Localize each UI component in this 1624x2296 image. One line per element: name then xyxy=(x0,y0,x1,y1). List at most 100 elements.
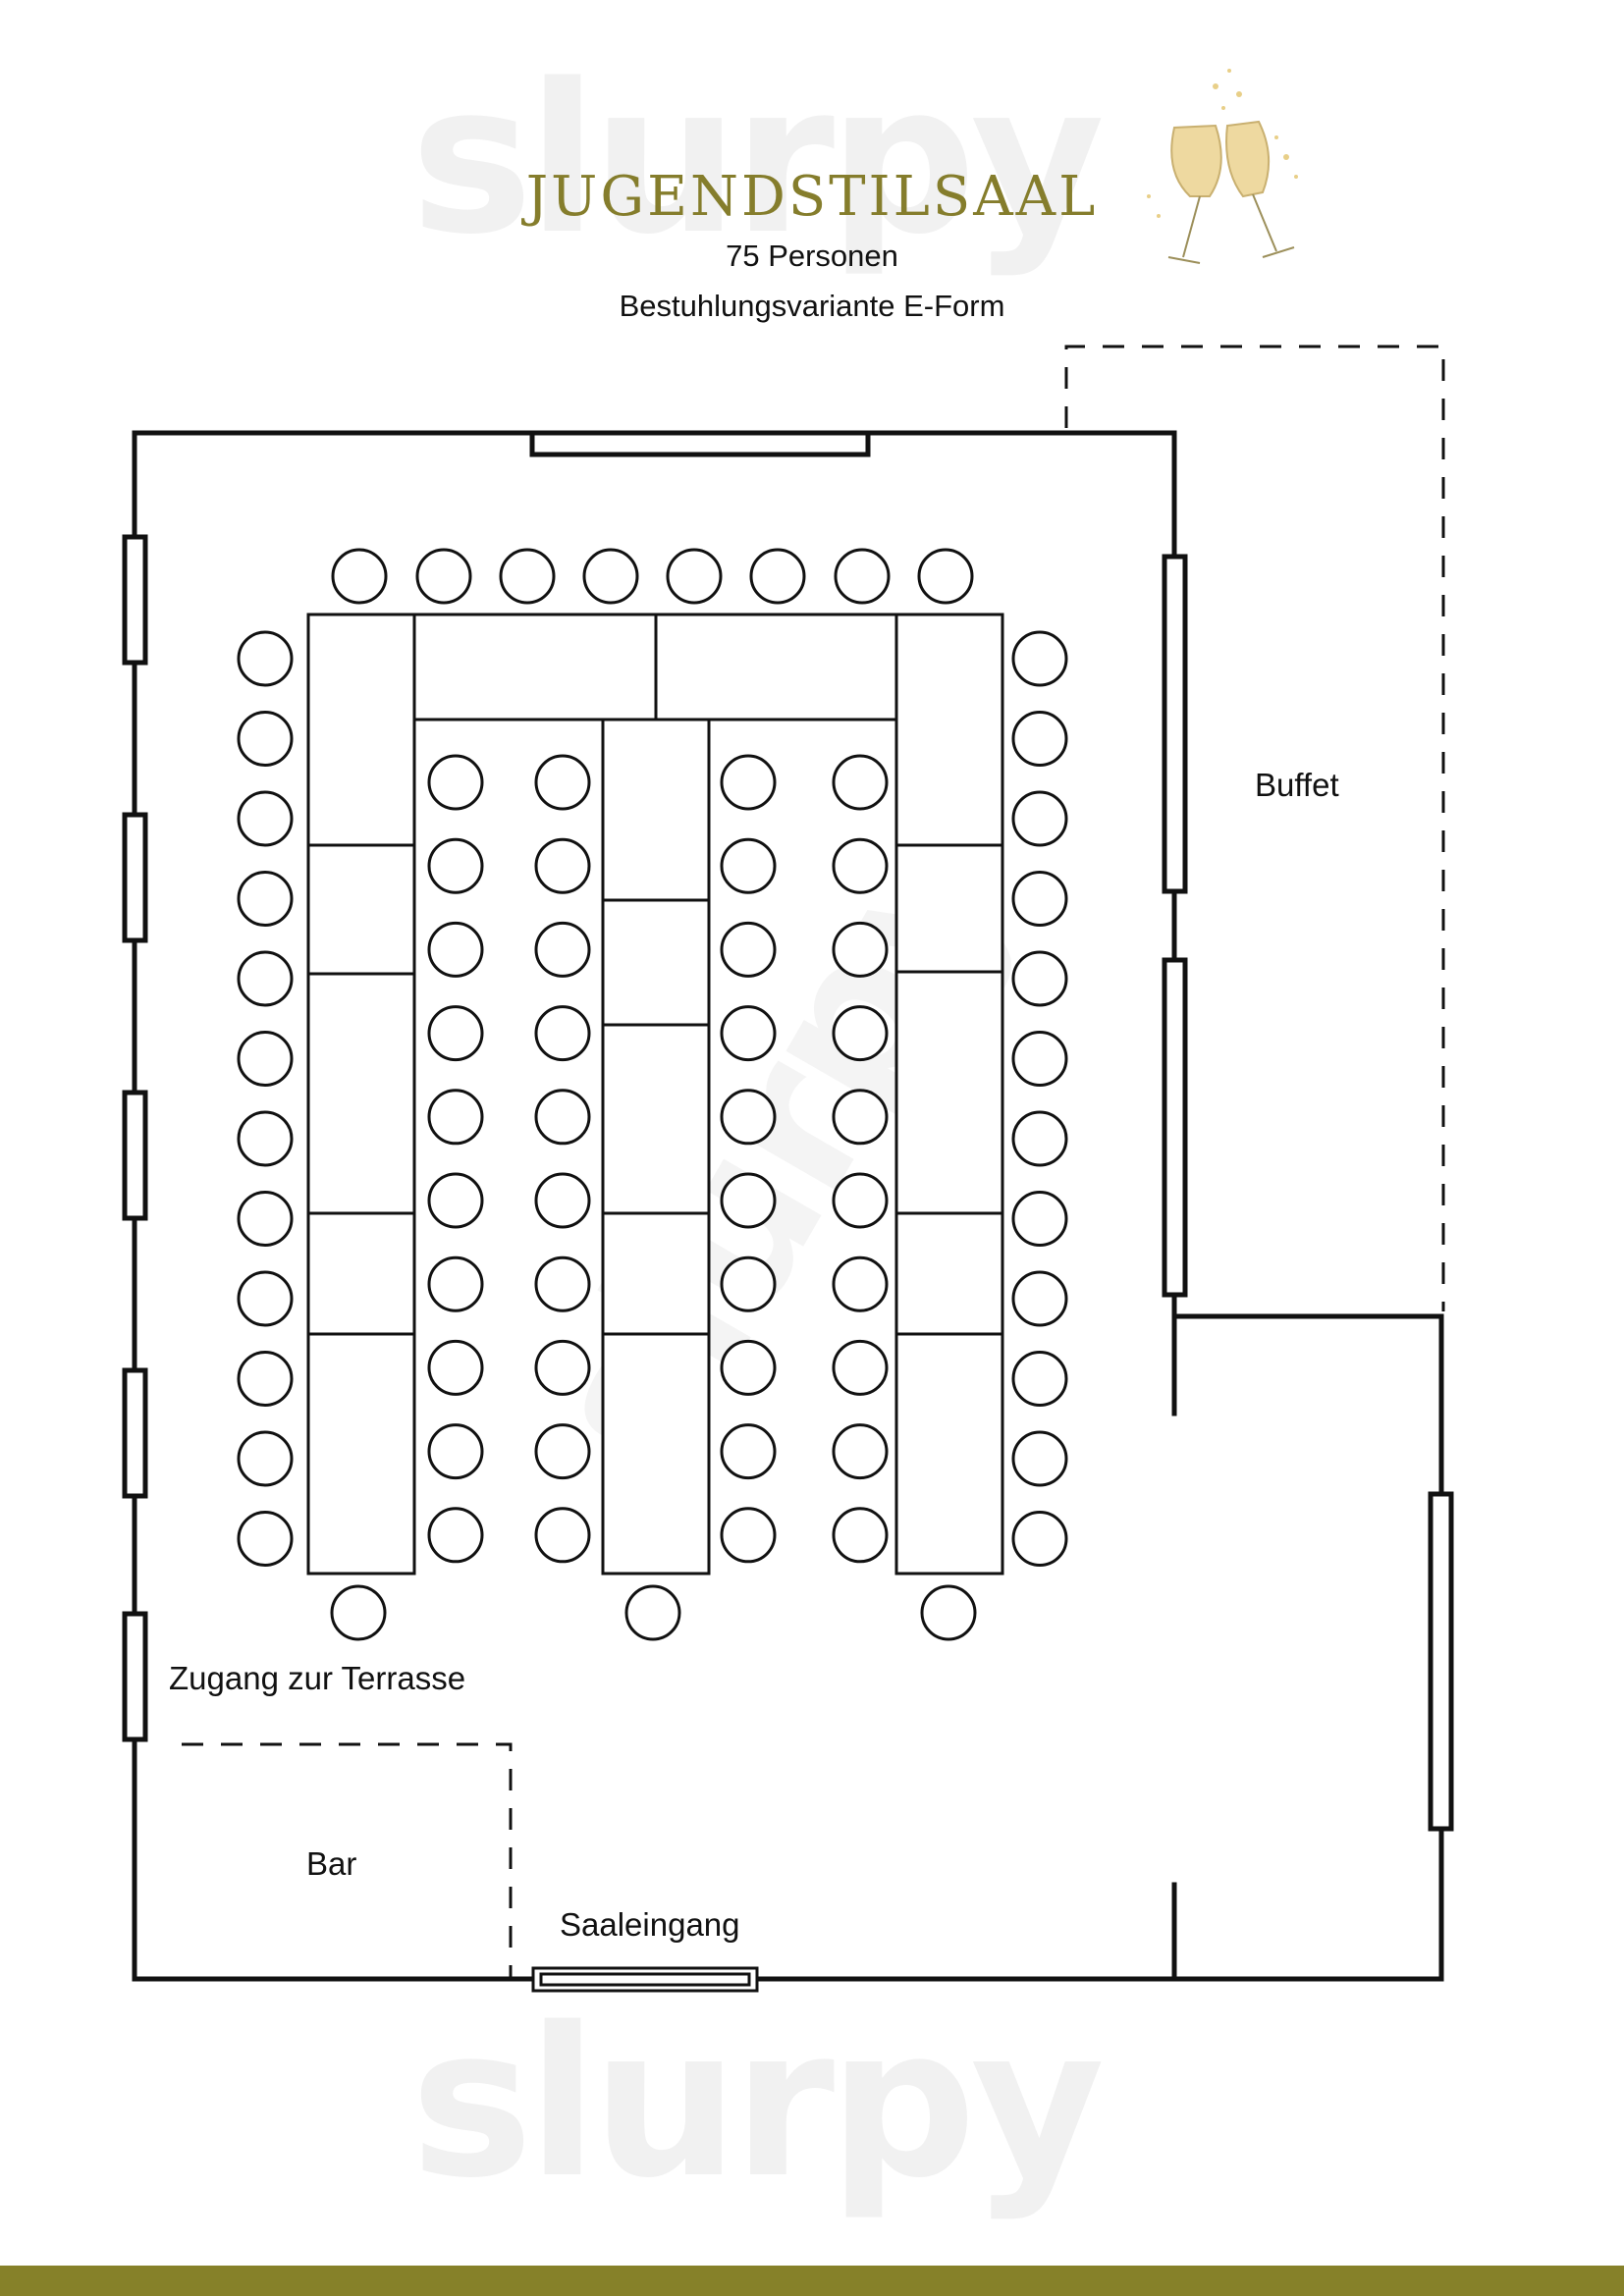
chair-37 xyxy=(427,1089,484,1146)
entrance-door xyxy=(531,1966,759,1993)
table-6 xyxy=(306,1211,416,1336)
bar-area xyxy=(182,1742,513,1979)
terrace-access-label: Zugang zur Terrasse xyxy=(169,1660,466,1696)
table-4 xyxy=(306,843,416,976)
chair-50 xyxy=(534,1339,591,1396)
chair-26 xyxy=(1011,1270,1068,1327)
chair-71 xyxy=(832,1423,889,1480)
chair-40 xyxy=(427,1339,484,1396)
chair-24 xyxy=(1011,1191,1068,1247)
chair-1 xyxy=(331,548,388,605)
chair-61 xyxy=(720,1423,777,1480)
chair-48 xyxy=(534,1172,591,1229)
chair-60 xyxy=(720,1339,777,1396)
window-left-5 xyxy=(122,1611,148,1742)
watermark-top: slurpy xyxy=(410,39,1105,280)
chair-5 xyxy=(666,548,723,605)
chair-63 xyxy=(832,754,889,811)
window-left-3 xyxy=(122,1090,148,1221)
chair-42 xyxy=(427,1507,484,1564)
chair-10 xyxy=(1011,630,1068,687)
table-14 xyxy=(601,898,711,1027)
chair-67 xyxy=(832,1089,889,1146)
chair-22 xyxy=(1011,1110,1068,1167)
chair-44 xyxy=(534,837,591,894)
table-9 xyxy=(894,843,1004,974)
chair-35 xyxy=(427,921,484,978)
chair-38 xyxy=(427,1172,484,1229)
table-7 xyxy=(306,1332,416,1575)
chair-2 xyxy=(415,548,472,605)
table-13 xyxy=(601,718,711,902)
chair-3 xyxy=(499,548,556,605)
table-10 xyxy=(894,970,1004,1215)
seating-variant-text: Bestuhlungsvariante E-Form xyxy=(619,289,1005,323)
chair-39 xyxy=(427,1255,484,1312)
chair-4 xyxy=(582,548,639,605)
chair-17 xyxy=(237,950,294,1007)
chair-29 xyxy=(237,1430,294,1487)
chair-55 xyxy=(720,921,777,978)
table-8 xyxy=(894,613,1004,847)
chair-20 xyxy=(1011,1031,1068,1087)
watermark-bottom: slurpy xyxy=(410,1983,1105,2223)
chair-16 xyxy=(1011,871,1068,927)
chair-65 xyxy=(832,921,889,978)
window-right-2 xyxy=(1162,957,1188,1298)
chair-72 xyxy=(832,1507,889,1564)
chair-30 xyxy=(1011,1430,1068,1487)
chair-31 xyxy=(237,1511,294,1567)
chair-14 xyxy=(1011,790,1068,847)
chair-70 xyxy=(832,1339,889,1396)
chair-64 xyxy=(832,837,889,894)
chair-25 xyxy=(237,1270,294,1327)
table-2 xyxy=(654,613,898,721)
chair-62 xyxy=(720,1507,777,1564)
buffet-area xyxy=(1064,345,1445,1311)
entrance-label: Saaleingang xyxy=(560,1906,740,1943)
table-15 xyxy=(601,1023,711,1215)
window-top xyxy=(529,430,871,457)
chair-6 xyxy=(749,548,806,605)
chair-15 xyxy=(237,871,294,927)
chair-59 xyxy=(720,1255,777,1312)
table-5 xyxy=(306,972,416,1215)
chair-58 xyxy=(720,1172,777,1229)
chair-56 xyxy=(720,1005,777,1062)
chair-13 xyxy=(237,790,294,847)
window-left-1 xyxy=(122,534,148,666)
chair-74 xyxy=(624,1584,681,1641)
table-16 xyxy=(601,1211,711,1336)
window-annex xyxy=(1428,1491,1454,1832)
chair-11 xyxy=(237,711,294,767)
chair-69 xyxy=(832,1255,889,1312)
chair-49 xyxy=(534,1255,591,1312)
chair-51 xyxy=(534,1423,591,1480)
chair-34 xyxy=(427,837,484,894)
chair-8 xyxy=(917,548,974,605)
chair-33 xyxy=(427,754,484,811)
capacity-text: 75 Personen xyxy=(726,239,898,273)
chair-12 xyxy=(1011,711,1068,767)
chair-19 xyxy=(237,1031,294,1087)
buffet-label: Buffet xyxy=(1255,767,1339,803)
chair-45 xyxy=(534,921,591,978)
chair-18 xyxy=(1011,950,1068,1007)
chair-53 xyxy=(720,754,777,811)
chair-66 xyxy=(832,1005,889,1062)
chair-73 xyxy=(330,1584,387,1641)
chair-9 xyxy=(237,630,294,687)
footer-bar xyxy=(0,2266,1624,2296)
chair-75 xyxy=(920,1584,977,1641)
chair-47 xyxy=(534,1089,591,1146)
chair-41 xyxy=(427,1423,484,1480)
table-3 xyxy=(306,613,416,847)
chair-28 xyxy=(1011,1351,1068,1407)
chair-57 xyxy=(720,1089,777,1146)
chair-54 xyxy=(720,837,777,894)
chair-43 xyxy=(534,754,591,811)
chair-27 xyxy=(237,1351,294,1407)
